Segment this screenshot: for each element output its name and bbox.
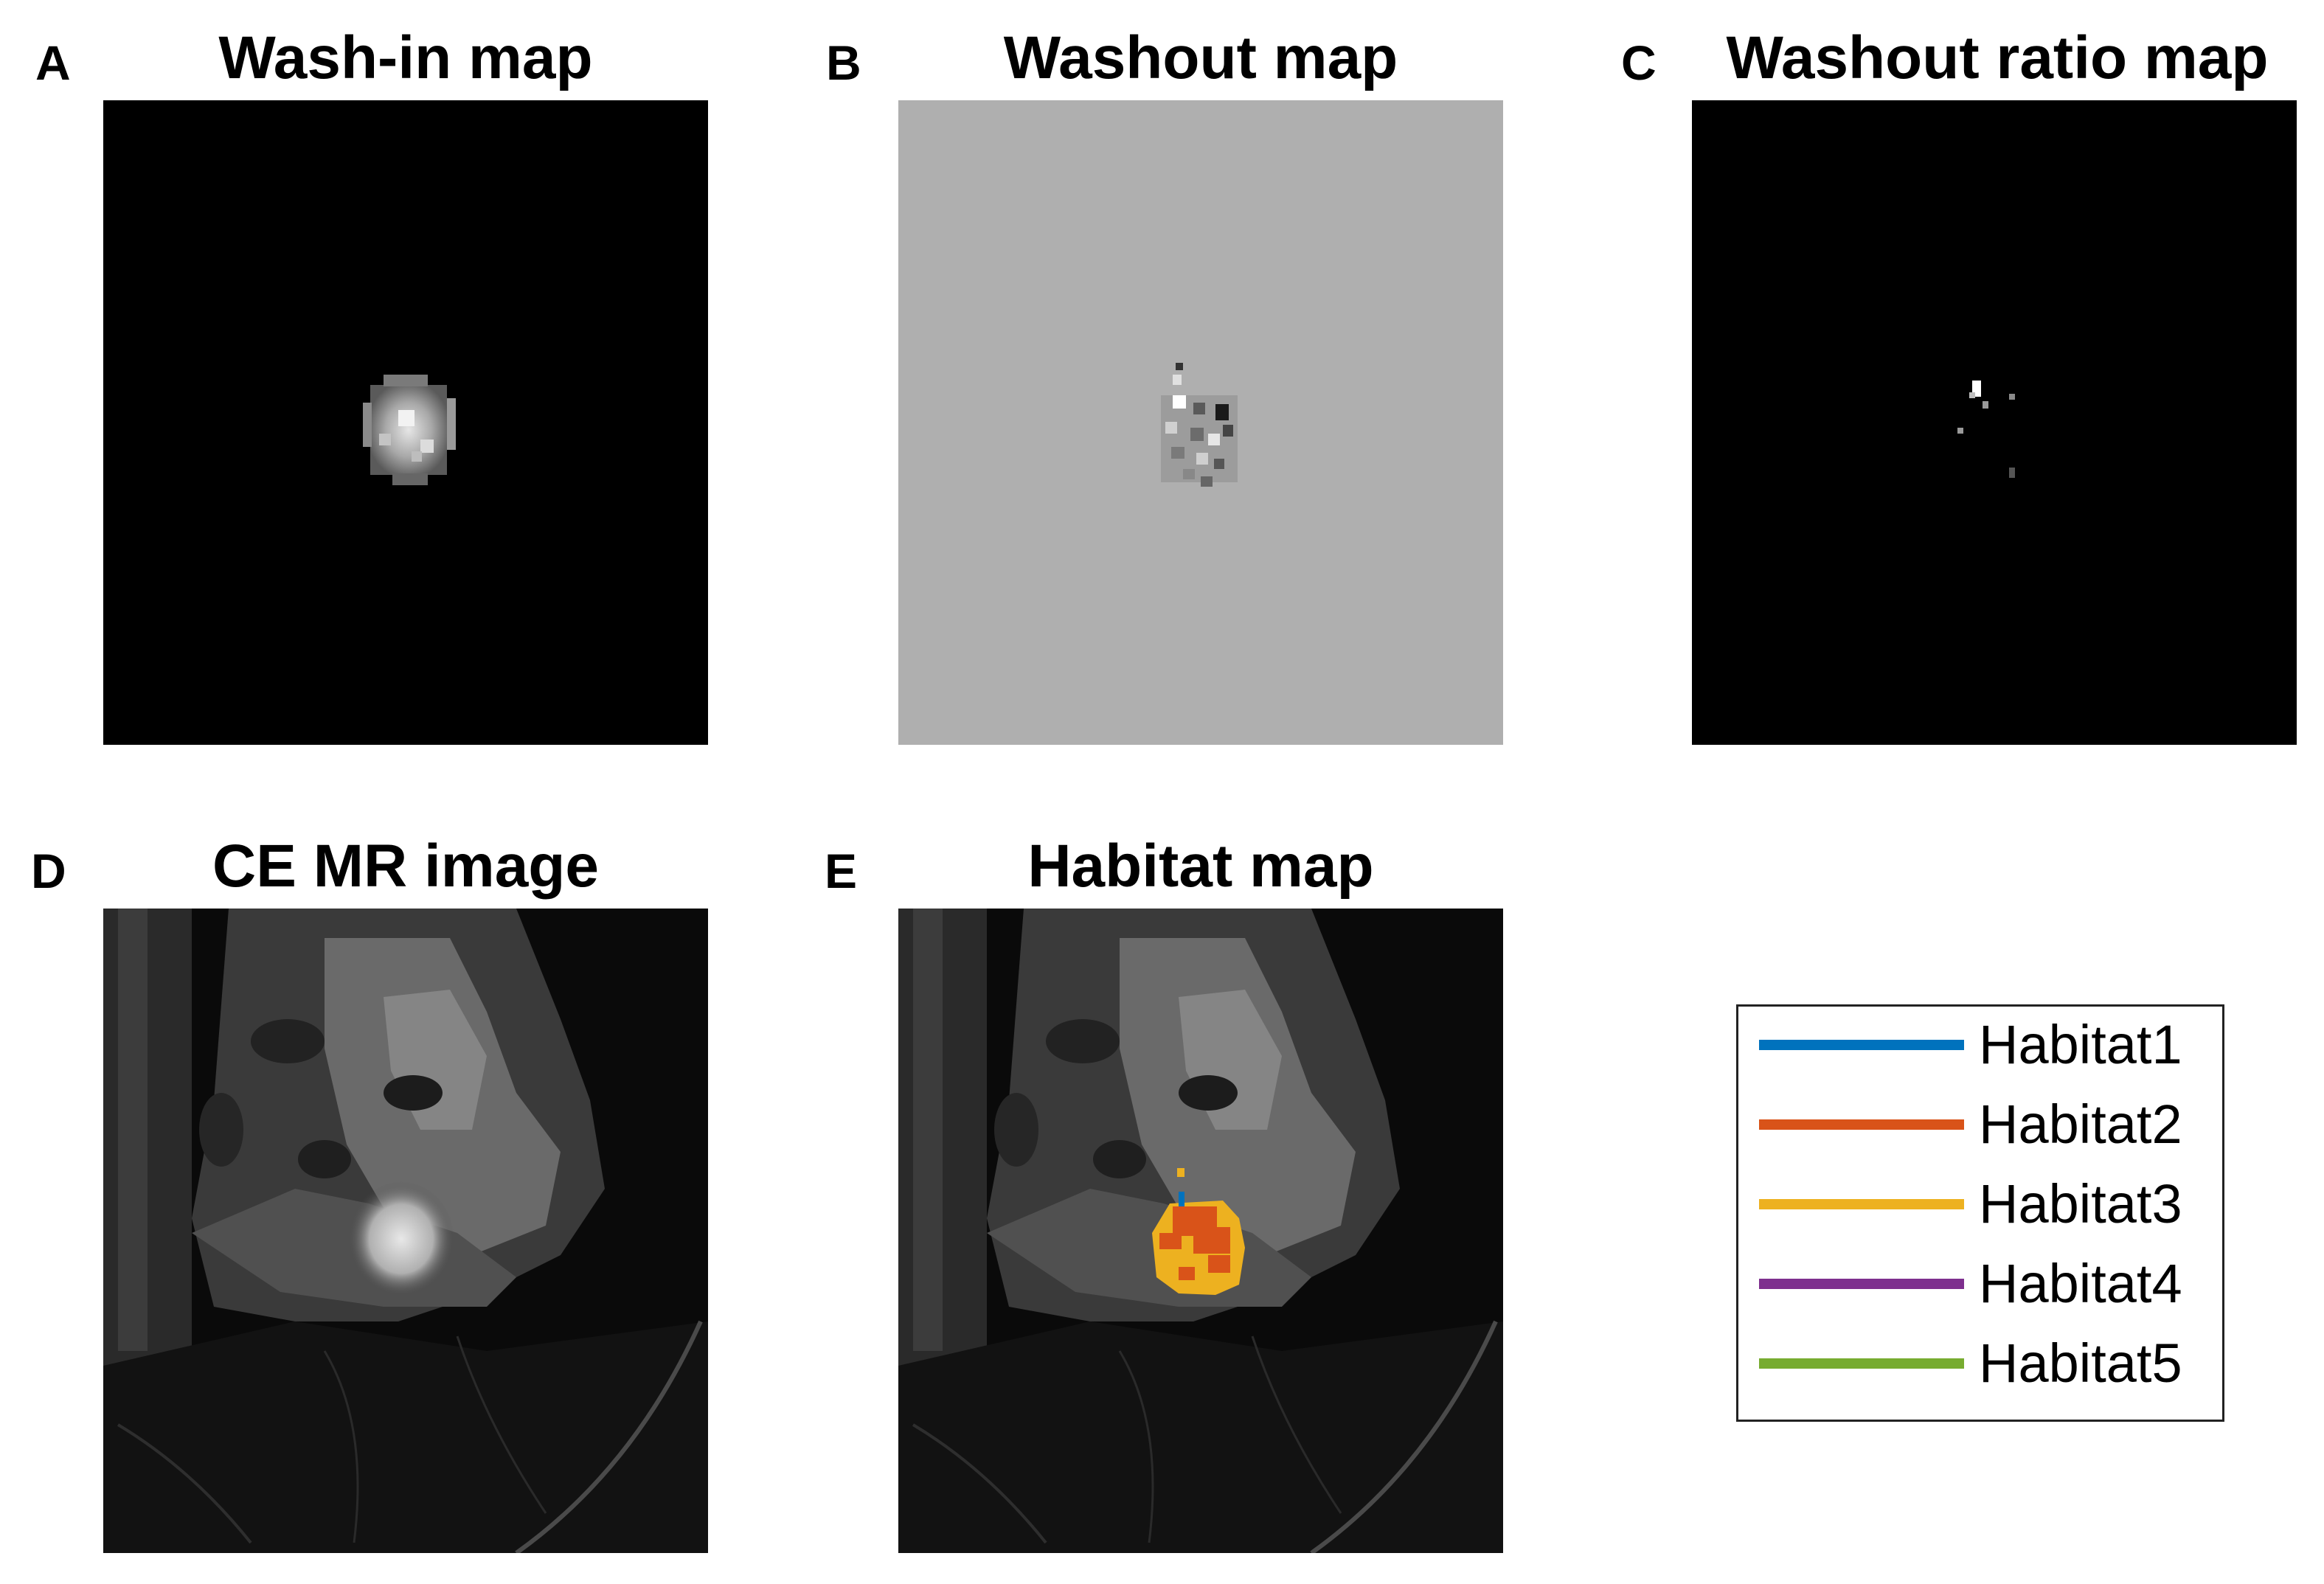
- ce-mr-image: [103, 909, 708, 1553]
- panel-b-title: Washout map: [1003, 24, 1398, 91]
- legend-swatch-habitat2: [1759, 1119, 1964, 1130]
- legend-label-habitat2: Habitat2: [1979, 1094, 2182, 1155]
- washout-map-image: [898, 100, 1503, 745]
- washout-ratio-spots: [1957, 381, 2015, 478]
- habitat-map-image: [898, 909, 1503, 1553]
- legend-item-habitat3: Habitat3: [1738, 1166, 2222, 1240]
- wash-in-map-image: [103, 100, 708, 745]
- washout-ratio-map-svg: [1957, 381, 2015, 478]
- legend-swatch-habitat5: [1759, 1358, 1964, 1369]
- legend-swatch-habitat1: [1759, 1040, 1964, 1050]
- panel-e-letter: E: [825, 844, 858, 898]
- habitat2-region: [1179, 1267, 1195, 1280]
- legend-item-habitat4: Habitat4: [1738, 1246, 2222, 1319]
- ce-mr-anatomy: [103, 909, 708, 1553]
- habitat2-region: [1159, 1233, 1182, 1249]
- legend-swatch-habitat4: [1759, 1279, 1964, 1289]
- habitat-overlay: [1152, 1168, 1245, 1295]
- wash-in-map-svg: [363, 375, 456, 485]
- panel-c-letter: C: [1621, 35, 1657, 90]
- legend-label-habitat5: Habitat5: [1979, 1333, 2182, 1394]
- habitat-legend: Habitat1 Habitat2 Habitat3 Habitat4 Habi…: [1736, 1004, 2224, 1422]
- habitat1-region: [1179, 1192, 1184, 1206]
- panel-d-letter: D: [31, 844, 66, 898]
- habitat3-region: [1177, 1168, 1184, 1177]
- legend-item-habitat1: Habitat1: [1738, 1007, 2222, 1080]
- ce-mr-lesion: [348, 1181, 454, 1296]
- legend-label-habitat1: Habitat1: [1979, 1014, 2182, 1075]
- habitat2-region: [1193, 1227, 1230, 1254]
- legend-label-habitat4: Habitat4: [1979, 1253, 2182, 1314]
- wash-in-lesion: [363, 375, 456, 485]
- legend-swatch-habitat3: [1759, 1199, 1964, 1209]
- panel-a-title: Wash-in map: [218, 24, 593, 91]
- panel-b-letter: B: [826, 35, 861, 90]
- habitat2-region: [1208, 1255, 1230, 1273]
- washout-lesion: [1161, 363, 1238, 487]
- panel-e-title: Habitat map: [1027, 833, 1374, 900]
- panel-d-title: CE MR image: [212, 833, 599, 900]
- habitat-map-svg: [898, 909, 1503, 1553]
- washout-map-svg: [1161, 363, 1238, 487]
- legend-item-habitat2: Habitat2: [1738, 1086, 2222, 1160]
- washout-ratio-map-image: [1692, 100, 2297, 745]
- ce-mr-image-svg: [103, 909, 708, 1553]
- panel-a-letter: A: [35, 35, 71, 90]
- legend-item-habitat5: Habitat5: [1738, 1325, 2222, 1399]
- panel-c-title: Washout ratio map: [1726, 24, 2269, 91]
- legend-label-habitat3: Habitat3: [1979, 1173, 2182, 1234]
